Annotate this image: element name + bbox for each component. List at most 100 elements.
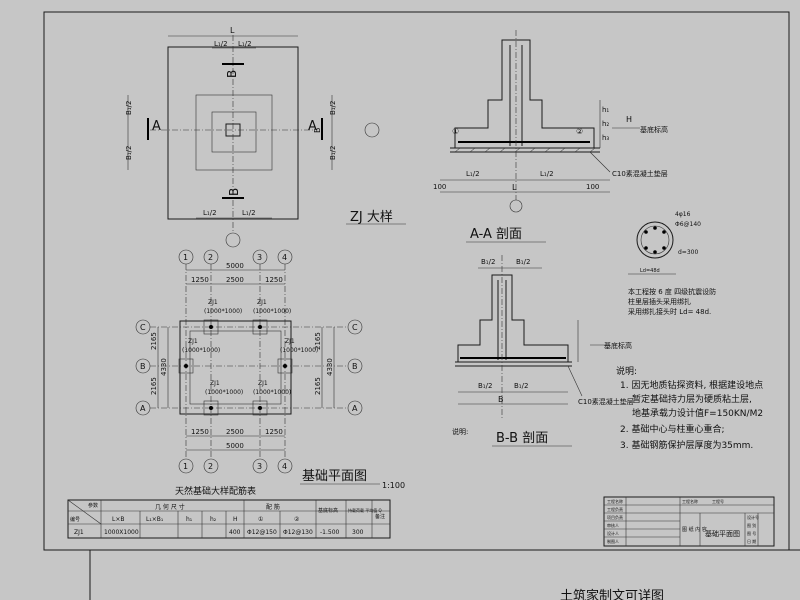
- aa-dim-100-right: 100: [586, 183, 599, 191]
- footing-zj1-3: ZJ1 (1000*1000): [178, 338, 220, 374]
- zj-dim-b1-right-bot: B₁/2: [329, 146, 337, 160]
- plan-dim-bot-2: 2500: [226, 428, 244, 436]
- footing-pad: [203, 400, 219, 416]
- tb-project: 工程名称: [682, 498, 698, 504]
- column-note-2: 柱里层插头采用绑扎: [628, 297, 691, 306]
- notes-title: 说明:: [616, 365, 637, 377]
- footing-label: ZJ1: [208, 299, 218, 306]
- zj-step-outline: [195, 94, 273, 171]
- column-dot: [209, 406, 213, 410]
- aa-h3: h₃: [602, 134, 609, 142]
- table-cell-lxb: 1000X1000: [104, 529, 139, 536]
- zj-dim-b1-right-top: B₁/2: [329, 101, 337, 115]
- bb-title: B-B 剖面: [496, 431, 548, 446]
- footing-label: ZJ1: [188, 338, 198, 345]
- plan-title: 基础平面图: [302, 469, 367, 484]
- plan-dim-bot-total-text: 5000: [226, 442, 244, 450]
- footing-zj1-4: ZJ1 (1000*1000): [277, 338, 318, 374]
- footing-label: ZJ1: [210, 380, 220, 387]
- footing-size: (1000*1000): [182, 347, 220, 354]
- plan-wall-inner: [189, 330, 282, 405]
- aa-ground-label: 基底标高: [640, 125, 668, 134]
- axis-top-2: 2: [208, 253, 213, 262]
- axis-left-b: B: [140, 362, 146, 371]
- table-cell-load: 300: [352, 529, 364, 536]
- zj-dim-l1-bot-left: L₁/2: [203, 209, 217, 217]
- footing-size: (1000*1000): [280, 347, 318, 354]
- tb-drawing-name: 基础平面图: [705, 529, 740, 538]
- bb-note-label: 说明:: [452, 427, 468, 436]
- axis-bubble-right-b: [347, 358, 363, 374]
- footing-pad: [178, 358, 194, 374]
- aa-dim-l1-right: L₁/2: [540, 170, 554, 178]
- column-length-label: Ld=48d: [640, 268, 660, 274]
- aa-h2: h₂: [602, 120, 609, 128]
- aa-dim-100-left: 100: [433, 183, 446, 191]
- notes-item-1b: 暂定基础持力层为硬质粘土层,: [632, 393, 752, 405]
- table-cell-H: 400: [229, 529, 241, 536]
- table-header-remark: 备注: [375, 513, 385, 520]
- column-dot: [258, 325, 262, 329]
- tb-left-2: 项目负责: [607, 514, 623, 520]
- footing-size: (1000*1000): [253, 308, 291, 315]
- axis-top-4: 4: [282, 253, 287, 262]
- footer-watermark: 土筑家制文可详图: [560, 588, 664, 600]
- bb-dim-B: B: [498, 395, 504, 404]
- zj-dim-b1-left-bot: B₁/2: [125, 146, 133, 160]
- aa-dim-l1-left: L₁/2: [466, 170, 480, 178]
- aa-title: A-A 剖面: [470, 227, 522, 242]
- table-header-h2: h₂: [210, 516, 217, 523]
- notes-item-1c: 地基承载力设计值F=150KN/M2: [632, 407, 763, 419]
- table-cell-bar2: Φ12@130: [283, 529, 313, 536]
- tb-left-3: 审核人: [607, 522, 619, 528]
- footing-zj1-1: ZJ1 (1000*1000): [203, 299, 242, 335]
- tb-left-5: 制图人: [607, 538, 619, 544]
- plan-dim-top-2: 2500: [226, 276, 244, 284]
- footing-label: ZJ1: [285, 338, 295, 345]
- column-dot: [283, 364, 287, 368]
- zj-section-b-top: B: [225, 70, 239, 78]
- table-title: 天然基础大样配筋表: [175, 485, 256, 497]
- tb-left-0: 工程名称: [607, 498, 623, 504]
- section-aa: ① ② h₁ h₂ h₃ H 基底标高 C10素混凝土垫层 L₁/2 L₁/2 …: [433, 30, 668, 243]
- aa-dim-L: L: [512, 183, 517, 192]
- zj-section-a-right: A: [308, 119, 317, 134]
- bb-dim-b1-bot-right: B₁/2: [514, 382, 528, 390]
- aa-H: H: [626, 115, 632, 124]
- zj-section-a-left: A: [152, 119, 161, 134]
- table-corner-bottom: 编号: [70, 516, 80, 523]
- table-frame: [67, 499, 391, 539]
- zj-dim-l1-top-right: L₁/2: [238, 40, 252, 48]
- zj-axis-bubble-right: [364, 122, 380, 138]
- footing-size: (1000*1000): [205, 389, 243, 396]
- plan-dim-left-3: 2165: [150, 377, 158, 395]
- axis-bubble-bottom-4: [277, 458, 293, 474]
- footing-pad: [277, 358, 293, 374]
- notes: 说明: 1. 因无地质钻探资料, 根据建设地点 暂定基础持力层为硬质粘土层, 地…: [616, 365, 763, 451]
- tb-right-3: 日 期: [747, 538, 756, 544]
- tb-left-4: 设计人: [607, 530, 619, 536]
- rebar-dot: [662, 230, 666, 234]
- axis-top-1: 1: [183, 253, 188, 262]
- zj-axis-bubble-bottom: [225, 232, 241, 248]
- table-header-H: H: [233, 516, 238, 523]
- table-header-load: 持载荷载 平均值 Q: [348, 507, 382, 513]
- column-stirrup-label: Φ6@140: [675, 221, 701, 228]
- plan-scale: 1:100: [382, 481, 405, 490]
- column-detail: 4φ16 Φ6@140 d=300 Ld=48d 本工程按 6 度 四级抗震设防…: [628, 211, 716, 316]
- footing-pad: [252, 319, 268, 335]
- axis-right-a: A: [352, 404, 358, 413]
- footing-label: ZJ1: [258, 380, 268, 387]
- table-header-lxb: L×B: [112, 516, 125, 523]
- aa-axis-bubble: [509, 199, 523, 213]
- axis-bottom-4: 4: [282, 462, 287, 471]
- axis-bubble-bottom-1: [178, 458, 194, 474]
- axis-bubble-right-c: [347, 319, 363, 335]
- column-dot: [258, 406, 262, 410]
- rebar-dot: [644, 246, 648, 250]
- plan-dim-top-1: 1250: [191, 276, 209, 284]
- tb-right-1: 图 别: [747, 522, 756, 528]
- notes-item-1: 1. 因无地质钻探资料, 根据建设地点: [620, 379, 763, 391]
- column-note-1: 本工程按 6 度 四级抗震设防: [628, 287, 716, 296]
- plan-dim-right-3: 2165: [314, 377, 322, 395]
